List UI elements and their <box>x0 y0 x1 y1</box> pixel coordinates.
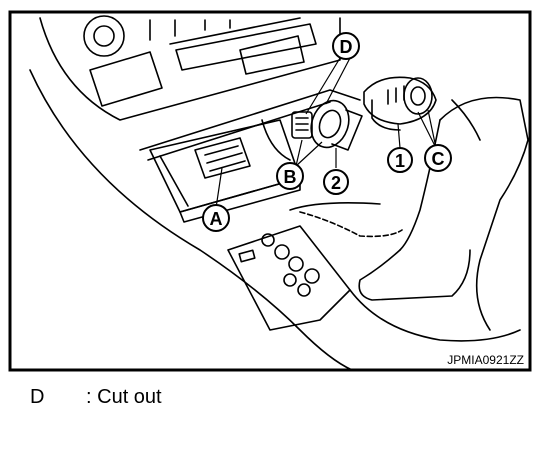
figure-code: JPMIA0921ZZ <box>447 353 524 367</box>
callout-d: D <box>332 32 360 60</box>
callout-c: C <box>424 144 452 172</box>
callout-a: A <box>202 204 230 232</box>
console-illustration: A B 2 D 1 C JPMIA0921ZZ <box>8 10 532 372</box>
svg-text:B: B <box>284 167 297 187</box>
svg-text:2: 2 <box>331 173 341 193</box>
harness-clip <box>291 111 313 139</box>
socket-2 <box>310 99 363 151</box>
callout-one: 1 <box>387 147 413 173</box>
legend-text: Cut out <box>97 386 162 408</box>
legend: D : Cut out <box>30 386 550 410</box>
legend-separator: : <box>86 386 92 408</box>
svg-text:1: 1 <box>395 151 405 171</box>
callout-two: 2 <box>323 169 349 195</box>
center-console <box>29 69 361 371</box>
legend-key: D <box>30 386 45 408</box>
dash-knob <box>83 15 125 57</box>
shift-boot <box>289 96 529 331</box>
dash-panels <box>39 17 341 121</box>
svg-text:A: A <box>210 209 223 229</box>
figure-frame <box>8 10 532 372</box>
legend-description: : Cut out <box>86 386 162 409</box>
svg-text:D: D <box>340 37 353 57</box>
socket-1 <box>363 76 437 131</box>
svg-text:C: C <box>432 149 445 169</box>
callout-b: B <box>276 162 304 190</box>
leader-lines <box>215 57 437 209</box>
switch-panel <box>227 225 521 342</box>
